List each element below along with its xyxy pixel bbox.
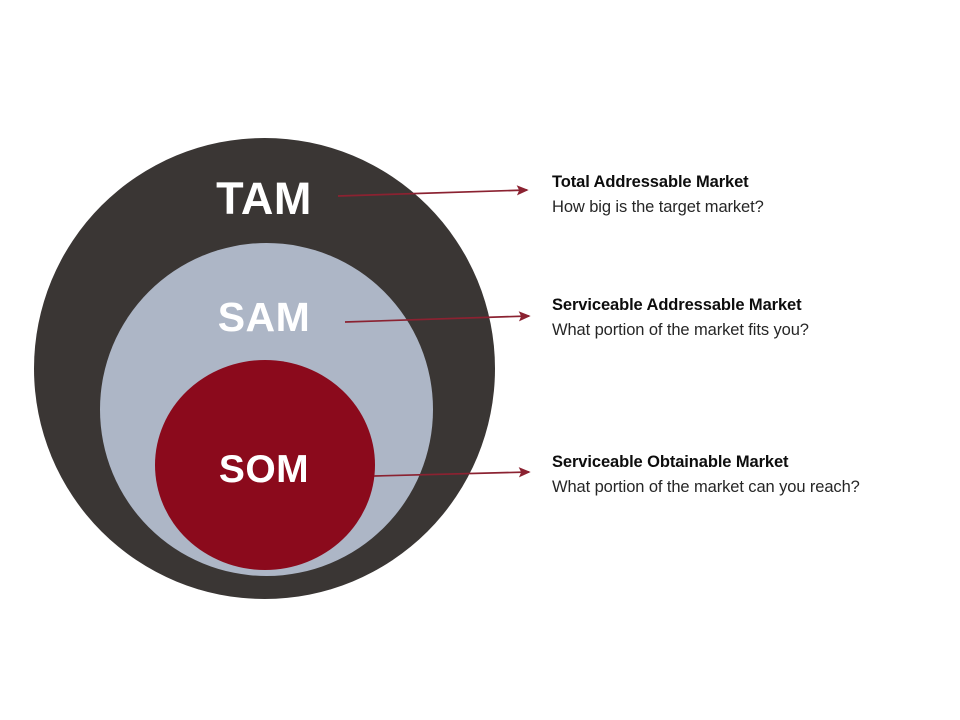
- circle-som: [155, 360, 375, 570]
- circle-label-sam: SAM: [217, 294, 311, 340]
- label-block-tam: Total Addressable Market How big is the …: [552, 172, 952, 218]
- label-block-sam: Serviceable Addressable Market What port…: [552, 295, 952, 341]
- circle-label-tam: TAM: [216, 173, 312, 224]
- label-title-sam: Serviceable Addressable Market: [552, 296, 802, 314]
- label-title-tam: Total Addressable Market: [552, 173, 749, 191]
- circle-label-som: SOM: [218, 448, 310, 491]
- label-subtitle-tam: How big is the target market?: [552, 197, 764, 216]
- label-block-som: Serviceable Obtainable Market What porti…: [552, 452, 952, 498]
- label-title-som: Serviceable Obtainable Market: [552, 453, 789, 471]
- label-subtitle-som: What portion of the market can you reach…: [552, 477, 860, 496]
- label-subtitle-sam: What portion of the market fits you?: [552, 320, 809, 339]
